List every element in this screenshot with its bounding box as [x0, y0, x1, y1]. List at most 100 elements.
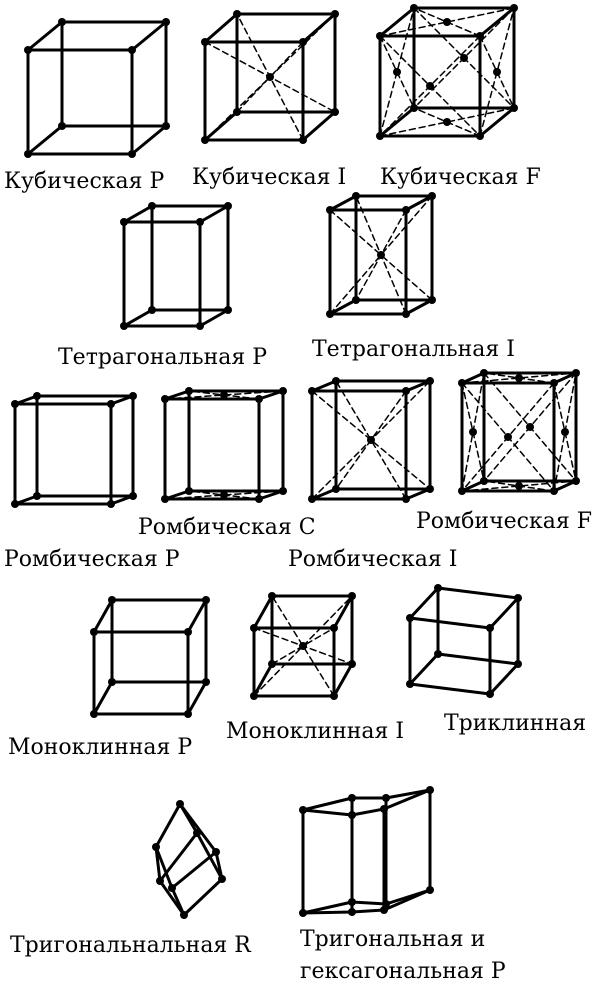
body-center-atom [377, 251, 385, 259]
label-cubic-p: Кубическая P [4, 169, 165, 194]
cell-edge [301, 900, 354, 915]
cell-edge [408, 616, 492, 630]
cell-edge [198, 308, 230, 328]
cell-monoclinic-i [250, 592, 356, 700]
corner-atom [279, 387, 287, 395]
cell-edge [332, 594, 354, 630]
cell-edge [182, 877, 224, 917]
cell-edge [178, 802, 218, 854]
corner-atom [201, 38, 209, 46]
corner-atom [168, 884, 176, 892]
corner-atom [402, 495, 410, 503]
corner-atom [299, 136, 307, 144]
corner-atom [299, 38, 307, 46]
corner-atom [426, 886, 434, 894]
label-hexagonal-p-line1: Тригональная и [300, 927, 485, 952]
corner-atom [410, 104, 418, 112]
corner-atom [299, 909, 307, 917]
cell-edge [478, 106, 516, 138]
face-center-atom [515, 374, 523, 382]
cell-edge [460, 371, 486, 385]
cell-edge [163, 489, 191, 501]
corner-atom [332, 377, 340, 385]
corner-atom [299, 806, 307, 814]
corner-atom [426, 377, 434, 385]
corner-atom [376, 32, 384, 40]
corner-atom [510, 104, 518, 112]
corner-atom [348, 908, 356, 916]
cell-edge [478, 6, 516, 38]
cell-edge [552, 479, 578, 493]
cell-edge [257, 389, 285, 401]
corner-atom [352, 192, 360, 200]
corner-atom [128, 46, 136, 54]
cell-edge [350, 807, 386, 817]
cell-tetragonal-p [120, 202, 232, 330]
corner-atom [331, 108, 339, 116]
cell-cubic-i [201, 10, 339, 144]
corner-atom [486, 690, 494, 698]
cell-edge [552, 371, 578, 385]
cell-edge [122, 204, 154, 224]
corner-atom [24, 46, 32, 54]
label-tetragonal-p: Тетрагональная P [58, 345, 267, 370]
corner-atom [196, 322, 204, 330]
body-diagonal [335, 380, 407, 500]
face-diagonal [164, 390, 284, 400]
corner-atom [107, 400, 115, 408]
face-center-atom [561, 428, 569, 436]
corner-atom [58, 122, 66, 130]
face-diagonal [164, 490, 284, 500]
corner-atom [406, 680, 414, 688]
cell-edge [350, 908, 386, 914]
corner-atom [255, 495, 263, 503]
corner-atom [426, 786, 434, 794]
corner-atom [331, 10, 339, 18]
corner-atom [250, 692, 258, 700]
corner-atom [410, 4, 418, 12]
corner-atom [458, 379, 466, 387]
corner-atom [224, 306, 232, 314]
corner-atom [352, 296, 360, 304]
label-cubic-i: Кубическая I [192, 165, 346, 190]
cell-edge [92, 598, 114, 634]
body-diagonal [329, 195, 433, 315]
cell-hexagonal-p [299, 786, 434, 917]
cell-edge [436, 586, 520, 600]
cell-edge [214, 850, 224, 881]
lattice-cells [11, 4, 580, 919]
corner-atom [255, 395, 263, 403]
corner-atom [308, 495, 316, 503]
label-hexagonal-p-line2: гексагональная P [300, 959, 506, 984]
corner-atom [476, 32, 484, 40]
cell-edge [310, 487, 338, 501]
corner-atom [202, 596, 210, 604]
cell-edge [404, 298, 434, 316]
cell-edge [328, 194, 358, 212]
corner-atom [332, 485, 340, 493]
corner-atom [402, 206, 410, 214]
cell-edge [257, 489, 285, 501]
corner-atom [185, 487, 193, 495]
corner-atom [250, 624, 258, 632]
corner-atom [348, 592, 356, 600]
cell-edge [122, 308, 154, 328]
corner-atom [380, 906, 388, 914]
corner-atom [212, 848, 220, 856]
corner-atom [107, 500, 115, 508]
base-center-atom [220, 491, 228, 499]
label-tetragonal-i: Тетрагональная I [312, 337, 515, 362]
corner-atom [176, 800, 184, 808]
corner-atom [326, 310, 334, 318]
face-center-atom [443, 118, 451, 126]
cell-edge [436, 652, 520, 666]
body-diagonal [271, 595, 335, 697]
label-cubic-f: Кубическая F [380, 165, 541, 190]
face-diagonal [461, 480, 577, 492]
corner-atom [572, 369, 580, 377]
corner-atom [90, 710, 98, 718]
corner-atom [428, 296, 436, 304]
corner-atom [348, 898, 356, 906]
corner-atom [184, 628, 192, 636]
